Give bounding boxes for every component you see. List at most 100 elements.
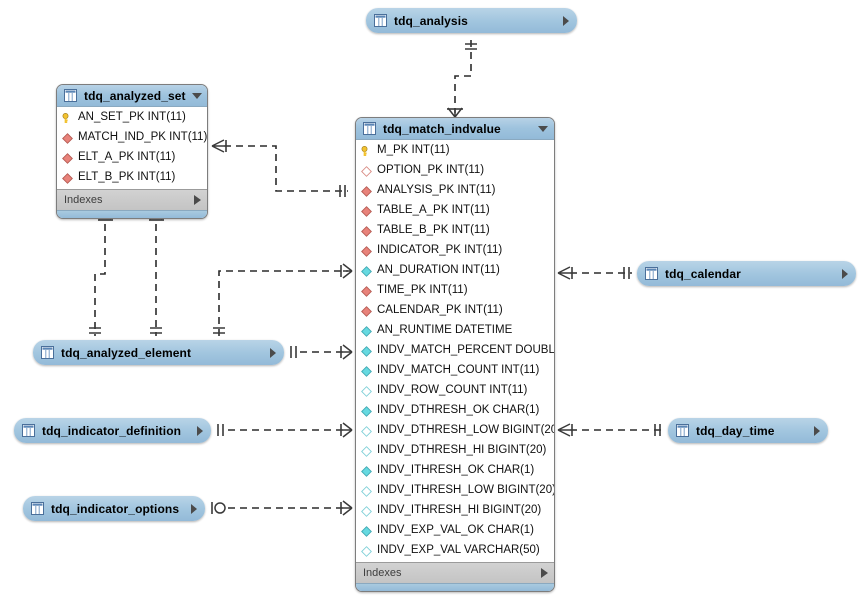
table-grid-icon: [374, 14, 387, 27]
column-row[interactable]: INDV_MATCH_COUNT INT(11): [356, 361, 554, 381]
table-footer: [57, 210, 207, 218]
column-row[interactable]: CALENDAR_PK INT(11): [356, 301, 554, 321]
column-label: TABLE_A_PK INT(11): [377, 204, 490, 217]
column-list: M_PK INT(11) OPTION_PK INT(11) ANALYSIS_PK…: [356, 140, 554, 562]
diamond-icon: [62, 152, 73, 164]
column-row[interactable]: AN_DURATION INT(11): [356, 261, 554, 281]
column-row[interactable]: MATCH_IND_PK INT(11): [57, 128, 207, 148]
table-grid-icon: [22, 424, 35, 437]
table-header[interactable]: tdq_match_indvalue: [356, 118, 554, 140]
table-title: tdq_analyzed_set: [84, 88, 186, 103]
column-label: INDV_DTHRESH_HI BIGINT(20): [377, 444, 547, 457]
table-grid-icon: [64, 89, 77, 102]
diamond-icon: [361, 245, 372, 257]
table-node-tdq-calendar[interactable]: tdq_calendar: [637, 261, 856, 286]
column-label: INDV_MATCH_COUNT INT(11): [377, 364, 540, 377]
relationship-element-indvalue-branch: [213, 263, 353, 336]
table-grid-icon: [676, 424, 689, 437]
table-node-tdq-match-indvalue[interactable]: tdq_match_indvalue M_PK INT(11) OPTION_PK…: [355, 117, 555, 592]
column-row[interactable]: INDV_DTHRESH_LOW BIGINT(20): [356, 421, 554, 441]
chevron-right-icon[interactable]: [814, 425, 820, 436]
table-grid-icon: [363, 122, 376, 135]
diamond-icon: [361, 225, 372, 237]
column-row[interactable]: INDV_ITHRESH_LOW BIGINT(20): [356, 481, 554, 501]
column-row[interactable]: TABLE_A_PK INT(11): [356, 201, 554, 221]
diamond-icon: [361, 385, 372, 397]
table-title: tdq_indicator_definition: [42, 423, 182, 438]
column-row[interactable]: INDICATOR_PK INT(11): [356, 241, 554, 261]
column-row[interactable]: ELT_B_PK INT(11): [57, 168, 207, 188]
chevron-down-icon[interactable]: [538, 125, 548, 132]
column-row[interactable]: AN_SET_PK INT(11): [57, 108, 207, 128]
table-node-tdq-indicator-definition[interactable]: tdq_indicator_definition: [14, 418, 211, 443]
chevron-right-icon[interactable]: [541, 568, 548, 578]
column-label: TIME_PK INT(11): [377, 284, 468, 297]
table-node-tdq-analyzed-element[interactable]: tdq_analyzed_element: [33, 340, 284, 365]
table-node-tdq-analyzed-set[interactable]: tdq_analyzed_set AN_SET_PK INT(11) MATCH_…: [56, 84, 208, 219]
column-row[interactable]: INDV_DTHRESH_HI BIGINT(20): [356, 441, 554, 461]
column-label: INDICATOR_PK INT(11): [377, 244, 503, 257]
column-row[interactable]: INDV_ITHRESH_OK CHAR(1): [356, 461, 554, 481]
column-row[interactable]: INDV_MATCH_PERCENT DOUBLE: [356, 341, 554, 361]
diamond-icon: [361, 305, 372, 317]
indexes-label: Indexes: [363, 567, 402, 579]
table-title: tdq_calendar: [665, 266, 741, 281]
chevron-right-icon[interactable]: [194, 195, 201, 205]
column-row[interactable]: INDV_ITHRESH_HI BIGINT(20): [356, 501, 554, 521]
table-header[interactable]: tdq_analyzed_set: [57, 85, 207, 107]
column-row[interactable]: ELT_A_PK INT(11): [57, 148, 207, 168]
column-label: INDV_DTHRESH_LOW BIGINT(20): [377, 424, 555, 437]
column-label: INDV_MATCH_PERCENT DOUBLE: [377, 344, 555, 357]
column-label: INDV_ITHRESH_HI BIGINT(20): [377, 504, 542, 517]
relationship-options-indvalue: [211, 500, 353, 516]
column-row[interactable]: INDV_EXP_VAL VARCHAR(50): [356, 541, 554, 561]
table-node-tdq-indicator-options[interactable]: tdq_indicator_options: [23, 496, 205, 521]
column-label: ELT_A_PK INT(11): [78, 151, 176, 164]
column-row[interactable]: INDV_DTHRESH_OK CHAR(1): [356, 401, 554, 421]
column-label: INDV_EXP_VAL_OK CHAR(1): [377, 524, 535, 537]
indexes-row[interactable]: Indexes: [57, 189, 207, 210]
column-label: ELT_B_PK INT(11): [78, 171, 176, 184]
column-row[interactable]: ANALYSIS_PK INT(11): [356, 181, 554, 201]
key-icon: [62, 112, 69, 123]
chevron-right-icon[interactable]: [191, 503, 197, 514]
column-row[interactable]: INDV_EXP_VAL_OK CHAR(1): [356, 521, 554, 541]
table-node-tdq-day-time[interactable]: tdq_day_time: [668, 418, 828, 443]
diamond-icon: [361, 425, 372, 437]
diamond-icon: [361, 545, 372, 557]
diamond-icon: [361, 465, 372, 477]
column-row[interactable]: M_PK INT(11): [356, 141, 554, 161]
diamond-icon: [361, 485, 372, 497]
chevron-right-icon[interactable]: [563, 15, 569, 26]
relationship-set-element-b: [149, 209, 164, 336]
column-row[interactable]: TABLE_B_PK INT(11): [356, 221, 554, 241]
column-row[interactable]: INDV_ROW_COUNT INT(11): [356, 381, 554, 401]
column-label: INDV_EXP_VAL VARCHAR(50): [377, 544, 540, 557]
diamond-icon: [361, 165, 372, 177]
key-icon: [361, 145, 368, 156]
column-row[interactable]: AN_RUNTIME DATETIME: [356, 321, 554, 341]
table-footer: [356, 583, 554, 591]
column-label: AN_SET_PK INT(11): [78, 111, 186, 124]
chevron-right-icon[interactable]: [197, 425, 203, 436]
diamond-icon: [62, 132, 73, 144]
column-row[interactable]: OPTION_PK INT(11): [356, 161, 554, 181]
chevron-right-icon[interactable]: [842, 268, 848, 279]
table-grid-icon: [645, 267, 658, 280]
column-list: AN_SET_PK INT(11) MATCH_IND_PK INT(11) ELT…: [57, 107, 207, 189]
chevron-down-icon[interactable]: [191, 92, 202, 99]
column-row[interactable]: TIME_PK INT(11): [356, 281, 554, 301]
column-label: CALENDAR_PK INT(11): [377, 304, 503, 317]
column-label: OPTION_PK INT(11): [377, 164, 485, 177]
diamond-icon: [361, 365, 372, 377]
table-grid-icon: [31, 502, 44, 515]
indexes-row[interactable]: Indexes: [356, 562, 554, 583]
table-title: tdq_indicator_options: [51, 501, 180, 516]
diamond-icon: [361, 345, 372, 357]
table-title: tdq_day_time: [696, 423, 775, 438]
relationship-indvalue-calendar: [557, 266, 632, 280]
table-node-tdq-analysis[interactable]: tdq_analysis: [366, 8, 577, 33]
chevron-right-icon[interactable]: [270, 347, 276, 358]
column-label: INDV_DTHRESH_OK CHAR(1): [377, 404, 540, 417]
